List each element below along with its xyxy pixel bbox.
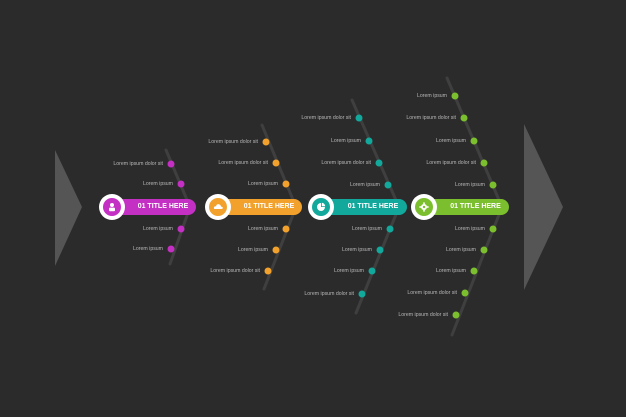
- branch-1-dot: [167, 160, 175, 168]
- branch-label: Lorem ipsum: [331, 138, 361, 144]
- branch-3-dot: [365, 137, 373, 145]
- branch-label: Lorem ipsum dolor sit: [407, 290, 457, 296]
- branch-label: Lorem ipsum: [446, 247, 476, 253]
- branch-3-dot: [384, 181, 392, 189]
- branch-3-dot: [368, 267, 376, 275]
- branch-label: Lorem ipsum: [455, 182, 485, 188]
- branch-label: Lorem ipsum: [417, 93, 447, 99]
- branch-3-dot: [376, 246, 384, 254]
- branch-4-dot: [480, 246, 488, 254]
- branch-2-dot: [262, 138, 270, 146]
- branch-4-dot: [480, 159, 488, 167]
- branch-label: Lorem ipsum: [248, 226, 278, 232]
- branch-badge: [99, 194, 125, 220]
- branch-title-pill[interactable]: 01 TITLE HERE: [321, 199, 407, 215]
- branch-4-dot: [460, 114, 468, 122]
- branch-2-dot: [272, 159, 280, 167]
- branch-3-dot: [375, 159, 383, 167]
- branch-label: Lorem ipsum dolor sit: [218, 160, 268, 166]
- branch-4-dot: [489, 225, 497, 233]
- branch-badge: [411, 194, 437, 220]
- branch-4-dot: [470, 137, 478, 145]
- branch-label: Lorem ipsum: [248, 181, 278, 187]
- branch-2-dot: [282, 225, 290, 233]
- branch-label: Lorem ipsum dolor sit: [210, 268, 260, 274]
- branch-label: Lorem ipsum dolor sit: [113, 161, 163, 167]
- branch-title-pill[interactable]: 01 TITLE HERE: [218, 199, 302, 215]
- branch-4-dot: [451, 92, 459, 100]
- branch-4-dot: [470, 267, 478, 275]
- pie-chart-icon: [312, 198, 330, 216]
- branch-label: Lorem ipsum: [352, 226, 382, 232]
- branch-label: Lorem ipsum dolor sit: [301, 115, 351, 121]
- branch-1-dot: [177, 180, 185, 188]
- branch-3-dot: [386, 225, 394, 233]
- branch-4-dot: [461, 289, 469, 297]
- branch-label: Lorem ipsum dolor sit: [304, 291, 354, 297]
- head-arrow: [524, 124, 563, 290]
- branch-label: Lorem ipsum dolor sit: [208, 139, 258, 145]
- branch-1-dot: [167, 245, 175, 253]
- branch-label: Lorem ipsum dolor sit: [321, 160, 371, 166]
- branch-title-pill[interactable]: 01 TITLE HERE: [112, 199, 196, 215]
- branch-label: Lorem ipsum: [133, 246, 163, 252]
- branch-label: Lorem ipsum: [455, 226, 485, 232]
- cloud-icon: [209, 198, 227, 216]
- branch-3-dot: [355, 114, 363, 122]
- tail-arrow: [55, 150, 82, 266]
- branch-label: Lorem ipsum: [350, 182, 380, 188]
- gear-icon: [415, 198, 433, 216]
- branch-1-dot: [177, 225, 185, 233]
- branch-label: Lorem ipsum: [143, 181, 173, 187]
- branch-3-dot: [358, 290, 366, 298]
- branch-4-dot: [489, 181, 497, 189]
- branch-label: Lorem ipsum dolor sit: [426, 160, 476, 166]
- branch-label: Lorem ipsum: [238, 247, 268, 253]
- branch-label: Lorem ipsum dolor sit: [398, 312, 448, 318]
- branch-label: Lorem ipsum dolor sit: [406, 115, 456, 121]
- branch-label: Lorem ipsum: [436, 138, 466, 144]
- branch-2-dot: [282, 180, 290, 188]
- user-icon: [103, 198, 121, 216]
- branch-label: Lorem ipsum: [143, 226, 173, 232]
- branch-2-dot: [264, 267, 272, 275]
- branch-label: Lorem ipsum: [334, 268, 364, 274]
- branch-badge: [308, 194, 334, 220]
- branch-label: Lorem ipsum: [342, 247, 372, 253]
- branch-label: Lorem ipsum: [436, 268, 466, 274]
- branch-4-dot: [452, 311, 460, 319]
- branch-title-pill[interactable]: 01 TITLE HERE: [424, 199, 509, 215]
- branch-badge: [205, 194, 231, 220]
- branch-2-dot: [272, 246, 280, 254]
